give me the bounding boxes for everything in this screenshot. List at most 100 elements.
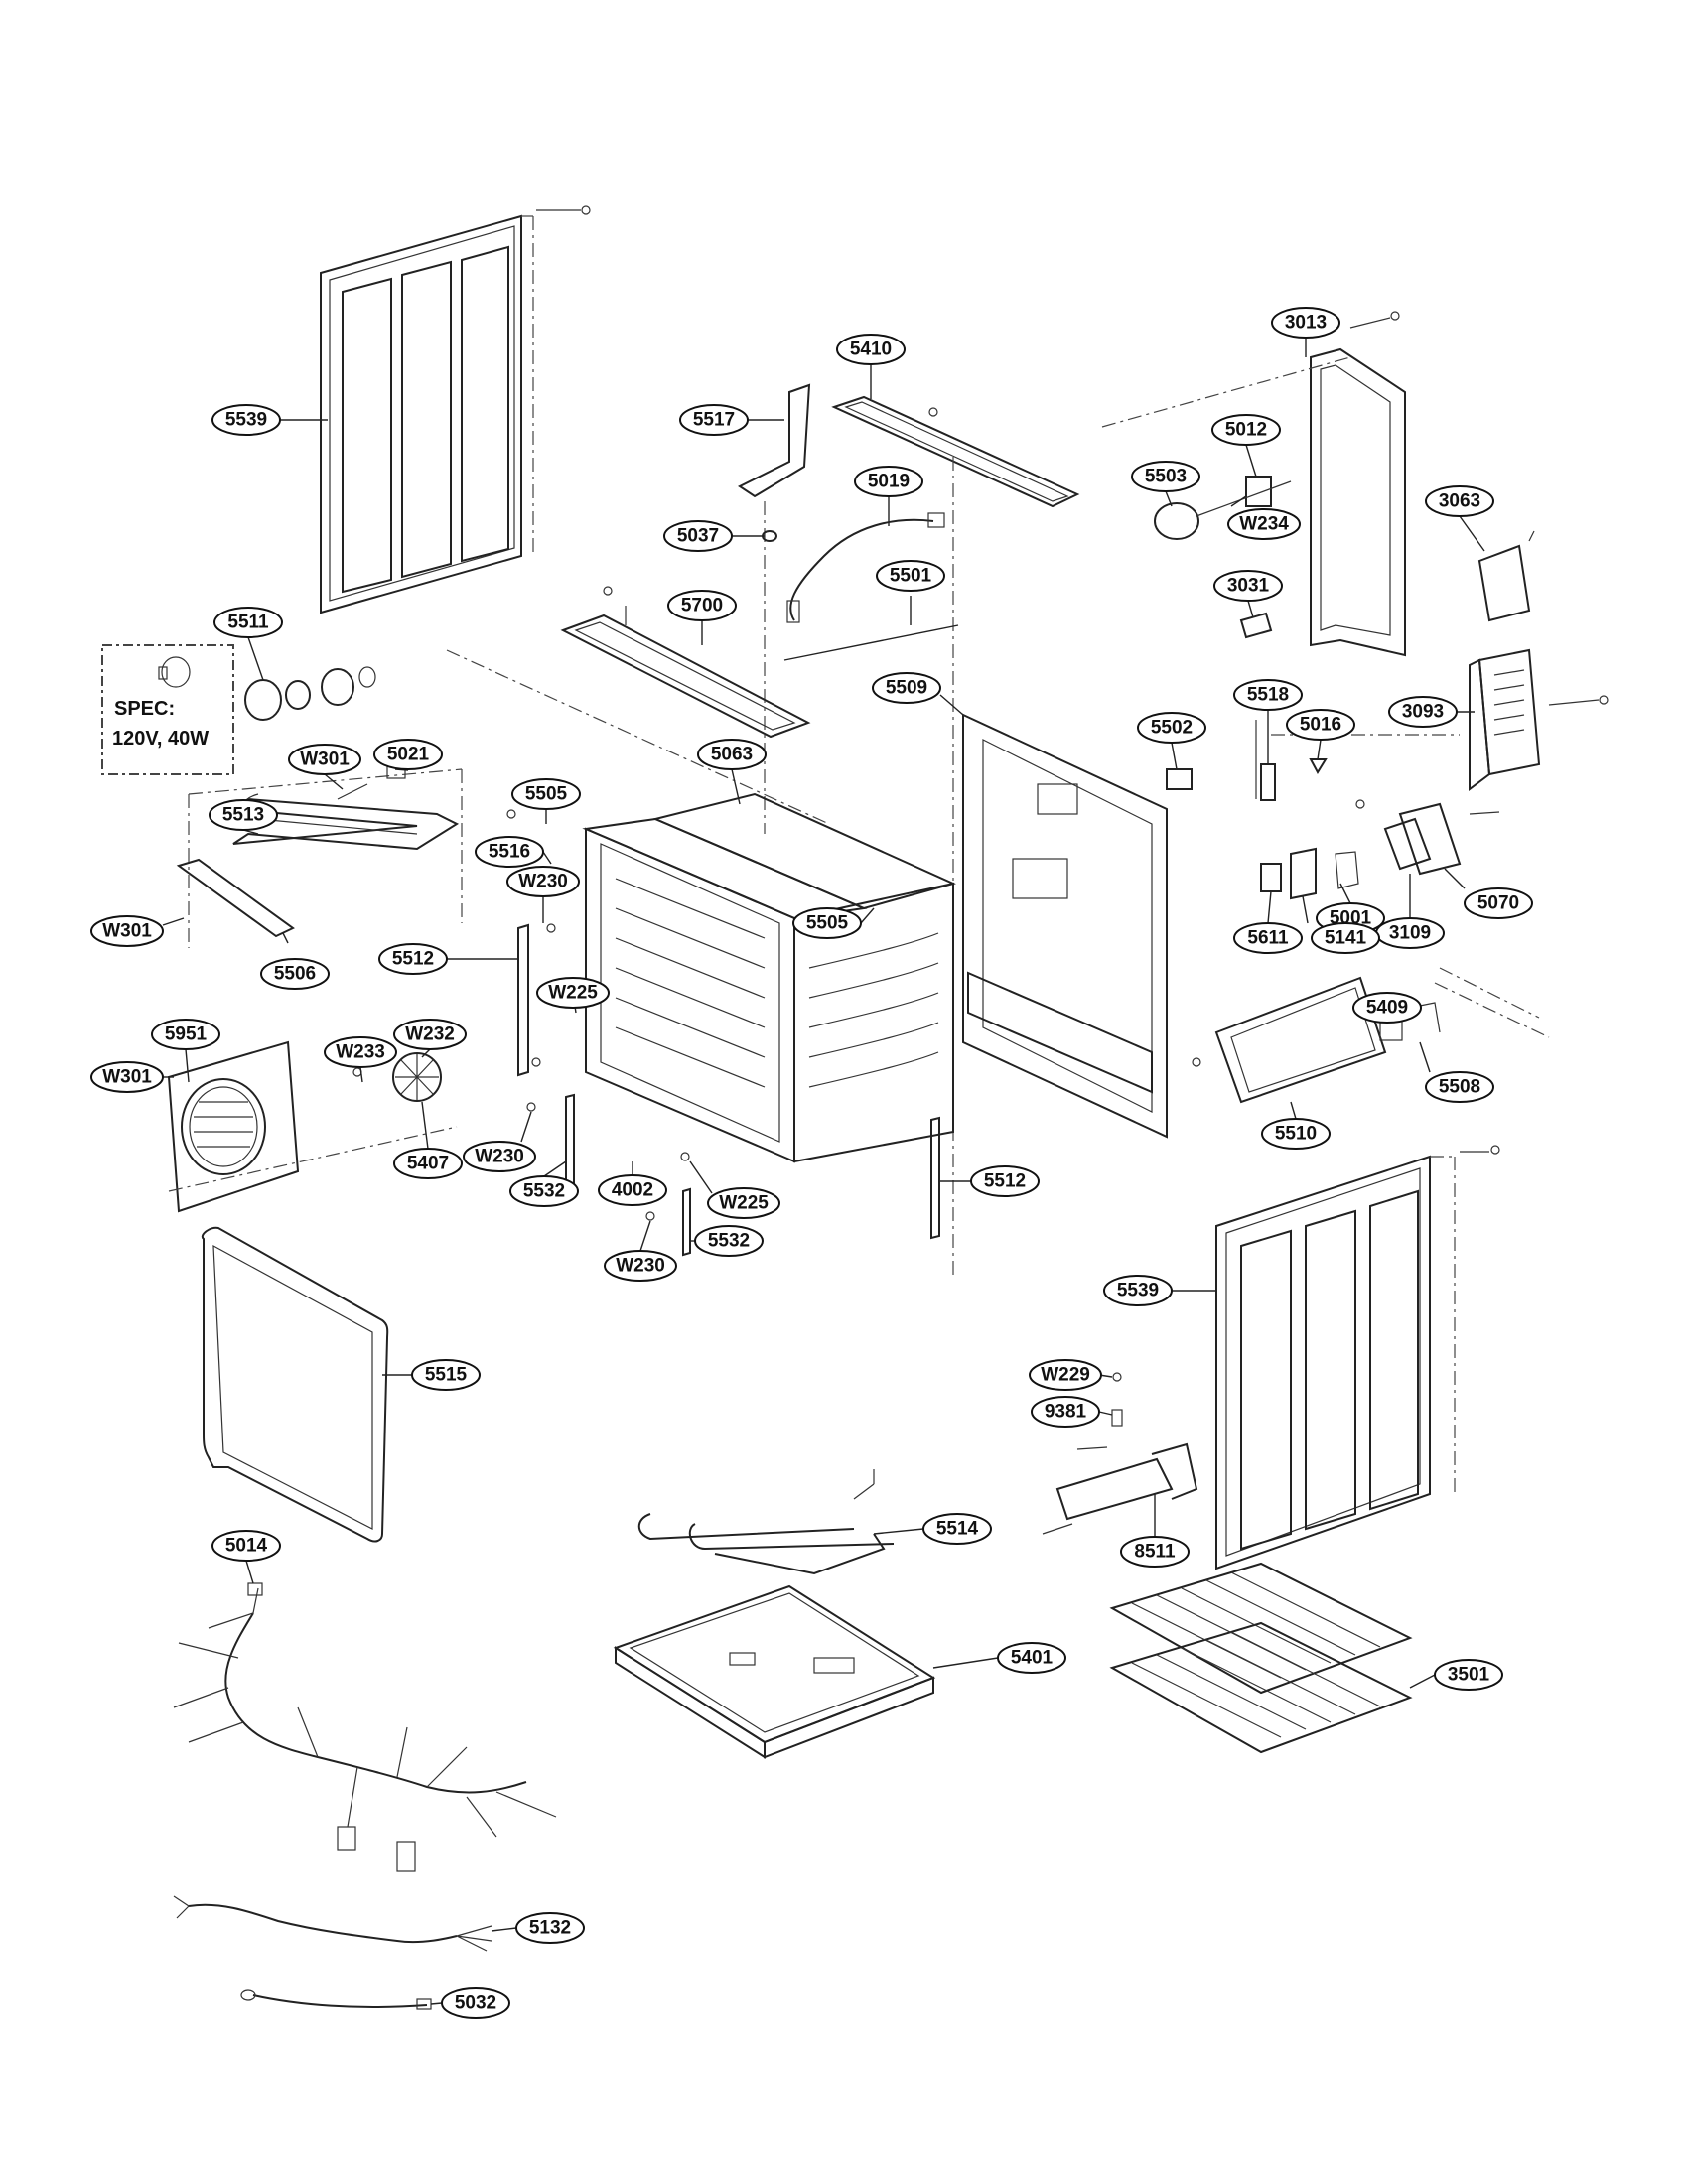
svg-text:5506: 5506 [274, 964, 316, 985]
callout-5514: 5514 [922, 1513, 992, 1545]
part-5070 [1398, 802, 1462, 876]
spec-title: SPEC: [114, 698, 175, 720]
svg-text:W230: W230 [518, 872, 568, 892]
callout-W234: W234 [1227, 508, 1301, 540]
svg-text:5409: 5409 [1366, 998, 1408, 1019]
svg-text:3031: 3031 [1227, 576, 1270, 597]
svg-text:W301: W301 [300, 750, 350, 770]
screws [352, 407, 1365, 1221]
callout-5611: 5611 [1233, 922, 1303, 954]
svg-text:5503: 5503 [1145, 467, 1187, 487]
callout-5021: 5021 [373, 739, 443, 770]
strip-5532-right [682, 1187, 691, 1257]
callout-5512-a: 5512 [378, 943, 448, 975]
svg-text:5021: 5021 [387, 745, 430, 765]
callout-W233: W233 [324, 1036, 397, 1068]
svg-text:5063: 5063 [711, 745, 753, 765]
callout-5502: 5502 [1137, 712, 1206, 744]
svg-text:W229: W229 [1041, 1365, 1090, 1386]
oven-racks [1109, 1562, 1413, 1754]
svg-text:5512: 5512 [392, 949, 434, 970]
callout-5014: 5014 [211, 1530, 281, 1562]
callout-W232: W232 [393, 1019, 467, 1050]
svg-text:5510: 5510 [1275, 1124, 1317, 1145]
callout-5539-b: 5539 [1103, 1275, 1173, 1306]
svg-text:5505: 5505 [525, 784, 568, 805]
svg-text:5501: 5501 [890, 566, 932, 587]
strip-5512-left [517, 923, 529, 1077]
callout-5032: 5032 [441, 1987, 510, 2019]
callout-5501: 5501 [876, 560, 945, 592]
callout-5510: 5510 [1261, 1118, 1331, 1150]
callout-5132: 5132 [515, 1912, 585, 1944]
callout-W225-a: W225 [536, 977, 610, 1009]
callout-3093: 3093 [1388, 696, 1458, 728]
svg-text:5410: 5410 [850, 340, 892, 360]
part-3109 [1383, 817, 1432, 871]
callout-5951: 5951 [151, 1019, 220, 1050]
svg-text:5401: 5401 [1011, 1648, 1054, 1669]
svg-text:4002: 4002 [612, 1180, 653, 1201]
callout-5532-b: 5532 [694, 1225, 764, 1257]
svg-text:5515: 5515 [425, 1365, 468, 1386]
bottom-tray [613, 1584, 936, 1759]
side-panel-right [1215, 1145, 1500, 1570]
svg-text:5611: 5611 [1247, 928, 1289, 949]
svg-text:5508: 5508 [1439, 1077, 1480, 1098]
callout-5401: 5401 [997, 1642, 1066, 1674]
callout-5700: 5700 [667, 590, 737, 621]
svg-text:5532: 5532 [523, 1181, 565, 1202]
callout-W225-b: W225 [707, 1187, 780, 1219]
svg-text:5407: 5407 [407, 1154, 449, 1174]
callout-3013: 3013 [1271, 307, 1340, 339]
fan-blade [392, 1052, 442, 1102]
svg-text:5700: 5700 [681, 596, 723, 616]
callout-5516: 5516 [475, 836, 544, 868]
svg-text:5951: 5951 [165, 1024, 208, 1045]
thermostat [1154, 502, 1199, 540]
part-5611 [1260, 863, 1282, 892]
svg-text:5512: 5512 [984, 1171, 1026, 1192]
cable [789, 518, 934, 621]
svg-text:5016: 5016 [1300, 715, 1341, 736]
svg-text:5539: 5539 [225, 410, 267, 431]
svg-text:W301: W301 [102, 921, 152, 942]
svg-text:5014: 5014 [225, 1536, 268, 1557]
probe-assembly [1042, 1372, 1198, 1535]
convection-cover [167, 1040, 458, 1213]
callout-5410: 5410 [836, 334, 906, 365]
back-cover [1101, 311, 1406, 657]
part-5016 [1309, 758, 1328, 775]
callout-5070: 5070 [1464, 887, 1533, 919]
switch-5012 [1245, 476, 1272, 507]
cable-5032 [252, 1994, 428, 2008]
callout-5407: 5407 [393, 1148, 463, 1179]
svg-text:5502: 5502 [1151, 718, 1193, 739]
callout-5515: 5515 [411, 1359, 481, 1391]
callout-W301-b: W301 [90, 915, 164, 947]
callout-5409: 5409 [1352, 992, 1422, 1024]
svg-text:3013: 3013 [1285, 313, 1327, 334]
spec-value: 120V, 40W [112, 728, 209, 750]
callout-5539: 5539 [211, 404, 281, 436]
harness-5132 [173, 1895, 492, 1952]
light-socket [244, 666, 376, 721]
callout-4002: 4002 [598, 1174, 667, 1206]
callout-W301-c: W301 [90, 1061, 164, 1093]
leader-lines [162, 338, 1485, 2005]
callout-3031: 3031 [1213, 570, 1283, 602]
callout-5037: 5037 [663, 520, 733, 552]
part-drawings [101, 205, 1609, 2010]
svg-text:5037: 5037 [677, 526, 719, 547]
callout-5012: 5012 [1211, 414, 1281, 446]
callouts: 5539 5410 3013 5517 5012 5503 5019 3063 … [90, 307, 1533, 2019]
lower-panel [1214, 967, 1550, 1104]
svg-text:5511: 5511 [227, 613, 269, 633]
broil-element [637, 1469, 895, 1575]
svg-text:5132: 5132 [529, 1918, 571, 1939]
callout-5063: 5063 [697, 739, 767, 770]
callout-5509: 5509 [872, 672, 941, 704]
svg-text:W230: W230 [616, 1256, 665, 1277]
callout-5141: 5141 [1311, 922, 1380, 954]
